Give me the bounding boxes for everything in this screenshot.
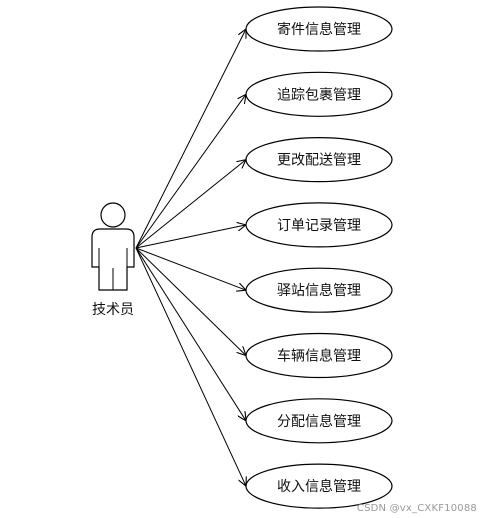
actor-head <box>100 202 126 228</box>
use-case-ellipse[interactable] <box>245 398 393 444</box>
actor: 技术员 <box>91 202 135 318</box>
use-case-label: 更改配送管理 <box>277 153 361 169</box>
association-line <box>135 247 246 356</box>
associations <box>135 29 246 486</box>
use-case[interactable]: 寄件信息管理 <box>245 6 393 52</box>
use-case-label: 收入信息管理 <box>277 478 361 495</box>
use-case[interactable]: 追踪包裹管理 <box>245 71 393 117</box>
use-case-ellipse[interactable] <box>245 202 393 248</box>
use-case[interactable]: 收入信息管理 <box>245 463 393 509</box>
association-line <box>135 29 246 249</box>
association-line <box>135 247 246 290</box>
use-case-ellipse[interactable] <box>245 6 393 52</box>
association-line <box>135 94 246 249</box>
use-case-label: 寄件信息管理 <box>277 21 361 38</box>
use-case[interactable]: 车辆信息管理 <box>245 332 393 379</box>
association-line <box>135 160 246 249</box>
use-case-label: 车辆信息管理 <box>277 348 361 365</box>
use-case-ellipse[interactable] <box>245 463 393 509</box>
association-line <box>135 225 246 249</box>
use-case-label: 分配信息管理 <box>277 413 361 430</box>
use-cases: 寄件信息管理追踪包裹管理更改配送管理订单记录管理驿站信息管理车辆信息管理分配信息… <box>245 6 393 509</box>
association-line <box>135 247 246 421</box>
use-case[interactable]: 驿站信息管理 <box>245 267 393 313</box>
use-case-ellipse[interactable] <box>245 332 393 379</box>
use-case-label: 追踪包裹管理 <box>277 87 361 103</box>
use-case[interactable]: 订单记录管理 <box>245 202 393 248</box>
actor-body <box>91 228 135 291</box>
use-case-ellipse[interactable] <box>245 71 393 117</box>
association-line <box>135 247 246 486</box>
use-case-ellipse[interactable] <box>245 267 393 313</box>
use-case[interactable]: 更改配送管理 <box>245 137 393 183</box>
use-case-label: 驿站信息管理 <box>277 282 361 299</box>
watermark: CSDN @vx_CXKF10088 <box>356 503 477 514</box>
actor-label: 技术员 <box>92 302 134 318</box>
use-case-label: 订单记录管理 <box>277 218 361 234</box>
use-case-ellipse[interactable] <box>245 137 393 183</box>
use-case[interactable]: 分配信息管理 <box>245 398 393 444</box>
